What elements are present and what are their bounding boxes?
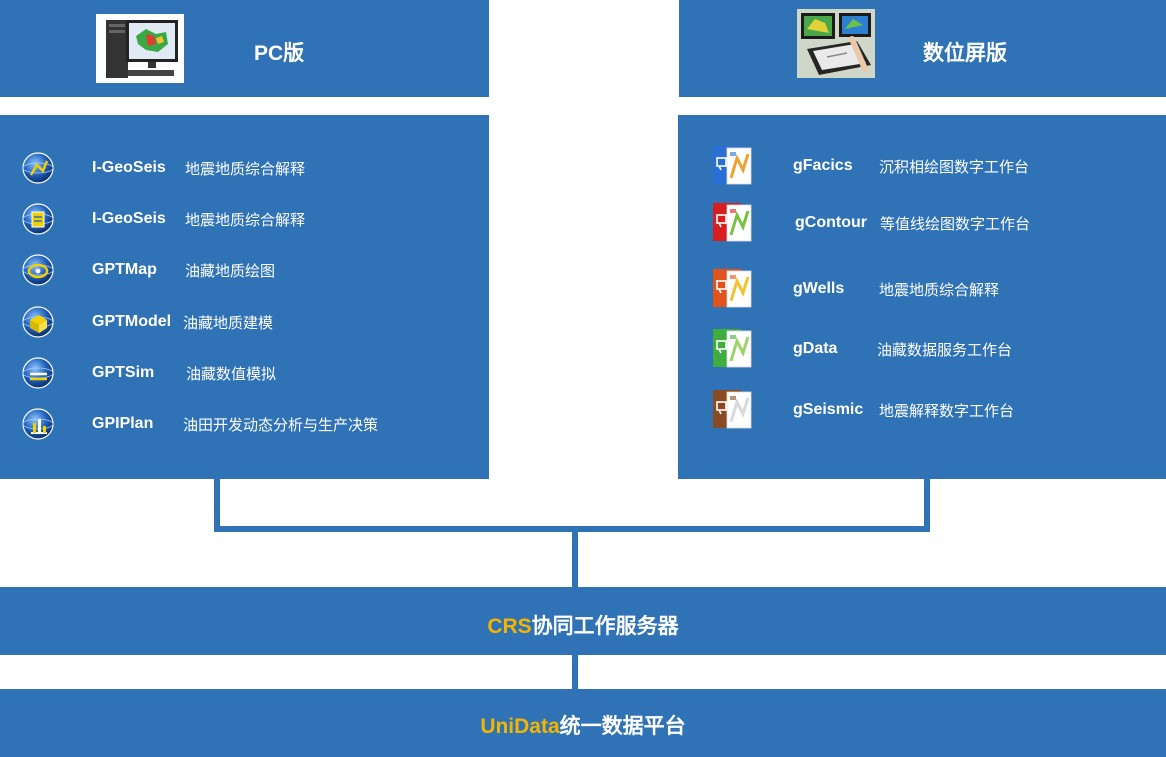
tablet-app-row: gFacics 沉积相绘图数字工作台	[0, 146, 1166, 186]
connector-right-vertical	[924, 479, 930, 532]
desktop-computer-icon	[96, 14, 184, 83]
pc-app-row: GPIPlan 油田开发动态分析与生产决策	[0, 404, 489, 444]
tablet-app-desc: 等值线绘图数字工作台	[880, 215, 1031, 233]
globe-chart-icon	[22, 408, 54, 440]
tablet-app-name: gData	[793, 340, 838, 357]
facies-app-icon	[713, 146, 752, 185]
tablet-app-name: gWells	[793, 280, 845, 297]
tablet-app-row: gData 油藏数据服务工作台	[0, 329, 1166, 369]
unidata-rest: 统一数据平台	[559, 715, 686, 738]
pc-app-desc: 油藏数值模拟	[186, 365, 277, 383]
tablet-title: 数位屏版	[923, 42, 1007, 65]
globe-seismic-icon	[22, 152, 54, 184]
pc-app-row: GPTModel 油藏地质建模	[0, 302, 489, 342]
unidata-accent: UniData	[480, 715, 560, 738]
pc-panel	[0, 115, 489, 479]
globe-sim-icon	[22, 357, 54, 389]
tablet-app-name: gContour	[795, 214, 867, 231]
tablet-app-row: gSeismic 地震解释数字工作台	[0, 390, 1166, 430]
pc-app-row: I-GeoSeis 地震地质综合解释	[0, 148, 489, 188]
globe-model-icon	[22, 306, 54, 338]
pc-title: PC版	[254, 42, 305, 65]
tablet-app-desc: 地震解释数字工作台	[879, 402, 1015, 420]
connector-center-vertical	[572, 532, 578, 588]
crs-rest: 协同工作服务器	[531, 615, 679, 638]
pc-app-desc: 地震地质综合解释	[185, 211, 306, 229]
pc-app-name: GPIPlan	[92, 415, 154, 432]
globe-document-icon	[22, 203, 54, 235]
tablet-app-row: gContour 等值线绘图数字工作台	[0, 203, 1166, 243]
pc-app-name: I-GeoSeis	[92, 210, 166, 227]
crs-accent: CRS	[487, 615, 532, 638]
wells-app-icon	[713, 269, 752, 308]
contour-app-icon	[713, 203, 752, 242]
unidata-bar: UniData统一数据平台	[0, 689, 1166, 757]
pc-app-name: GPTModel	[92, 313, 172, 330]
connector-left-vertical	[214, 479, 220, 532]
tablet-header: 数位屏版	[679, 0, 1166, 97]
pc-app-name: I-GeoSeis	[92, 159, 166, 176]
tablet-app-desc: 油藏数据服务工作台	[877, 341, 1013, 359]
globe-map-icon	[22, 254, 54, 286]
unidata-title: UniData统一数据平台	[0, 710, 1166, 740]
tablet-app-desc: 地震地质综合解释	[879, 281, 1000, 299]
tablet-app-name: gSeismic	[793, 401, 864, 418]
tablet-app-row: gWells 地震地质综合解释	[0, 269, 1166, 309]
seismic-app-icon	[713, 390, 752, 429]
crs-bar: CRS协同工作服务器	[0, 587, 1166, 655]
pc-app-row: GPTMap 油藏地质绘图	[0, 250, 489, 290]
pc-app-desc: 油田开发动态分析与生产决策	[183, 416, 379, 434]
pc-app-desc: 油藏地质绘图	[185, 262, 276, 280]
pc-header: PC版	[0, 0, 489, 97]
pc-app-name: GPTMap	[92, 261, 157, 278]
connector-horizontal	[214, 526, 930, 532]
pc-app-row: GPTSim 油藏数值模拟	[0, 353, 489, 393]
tablet-app-desc: 沉积相绘图数字工作台	[879, 158, 1030, 176]
crs-title: CRS协同工作服务器	[0, 610, 1166, 640]
data-app-icon	[713, 329, 752, 368]
pc-app-desc: 地震地质综合解释	[185, 160, 306, 178]
pc-app-row: I-GeoSeis 地震地质综合解释	[0, 199, 489, 239]
tablet-panel	[678, 115, 1166, 479]
tablet-pen-icon	[797, 9, 875, 78]
connector-bottom-vertical	[572, 654, 578, 690]
pc-app-desc: 油藏地质建模	[183, 314, 274, 332]
pc-app-name: GPTSim	[92, 364, 155, 381]
tablet-app-name: gFacics	[793, 157, 853, 174]
